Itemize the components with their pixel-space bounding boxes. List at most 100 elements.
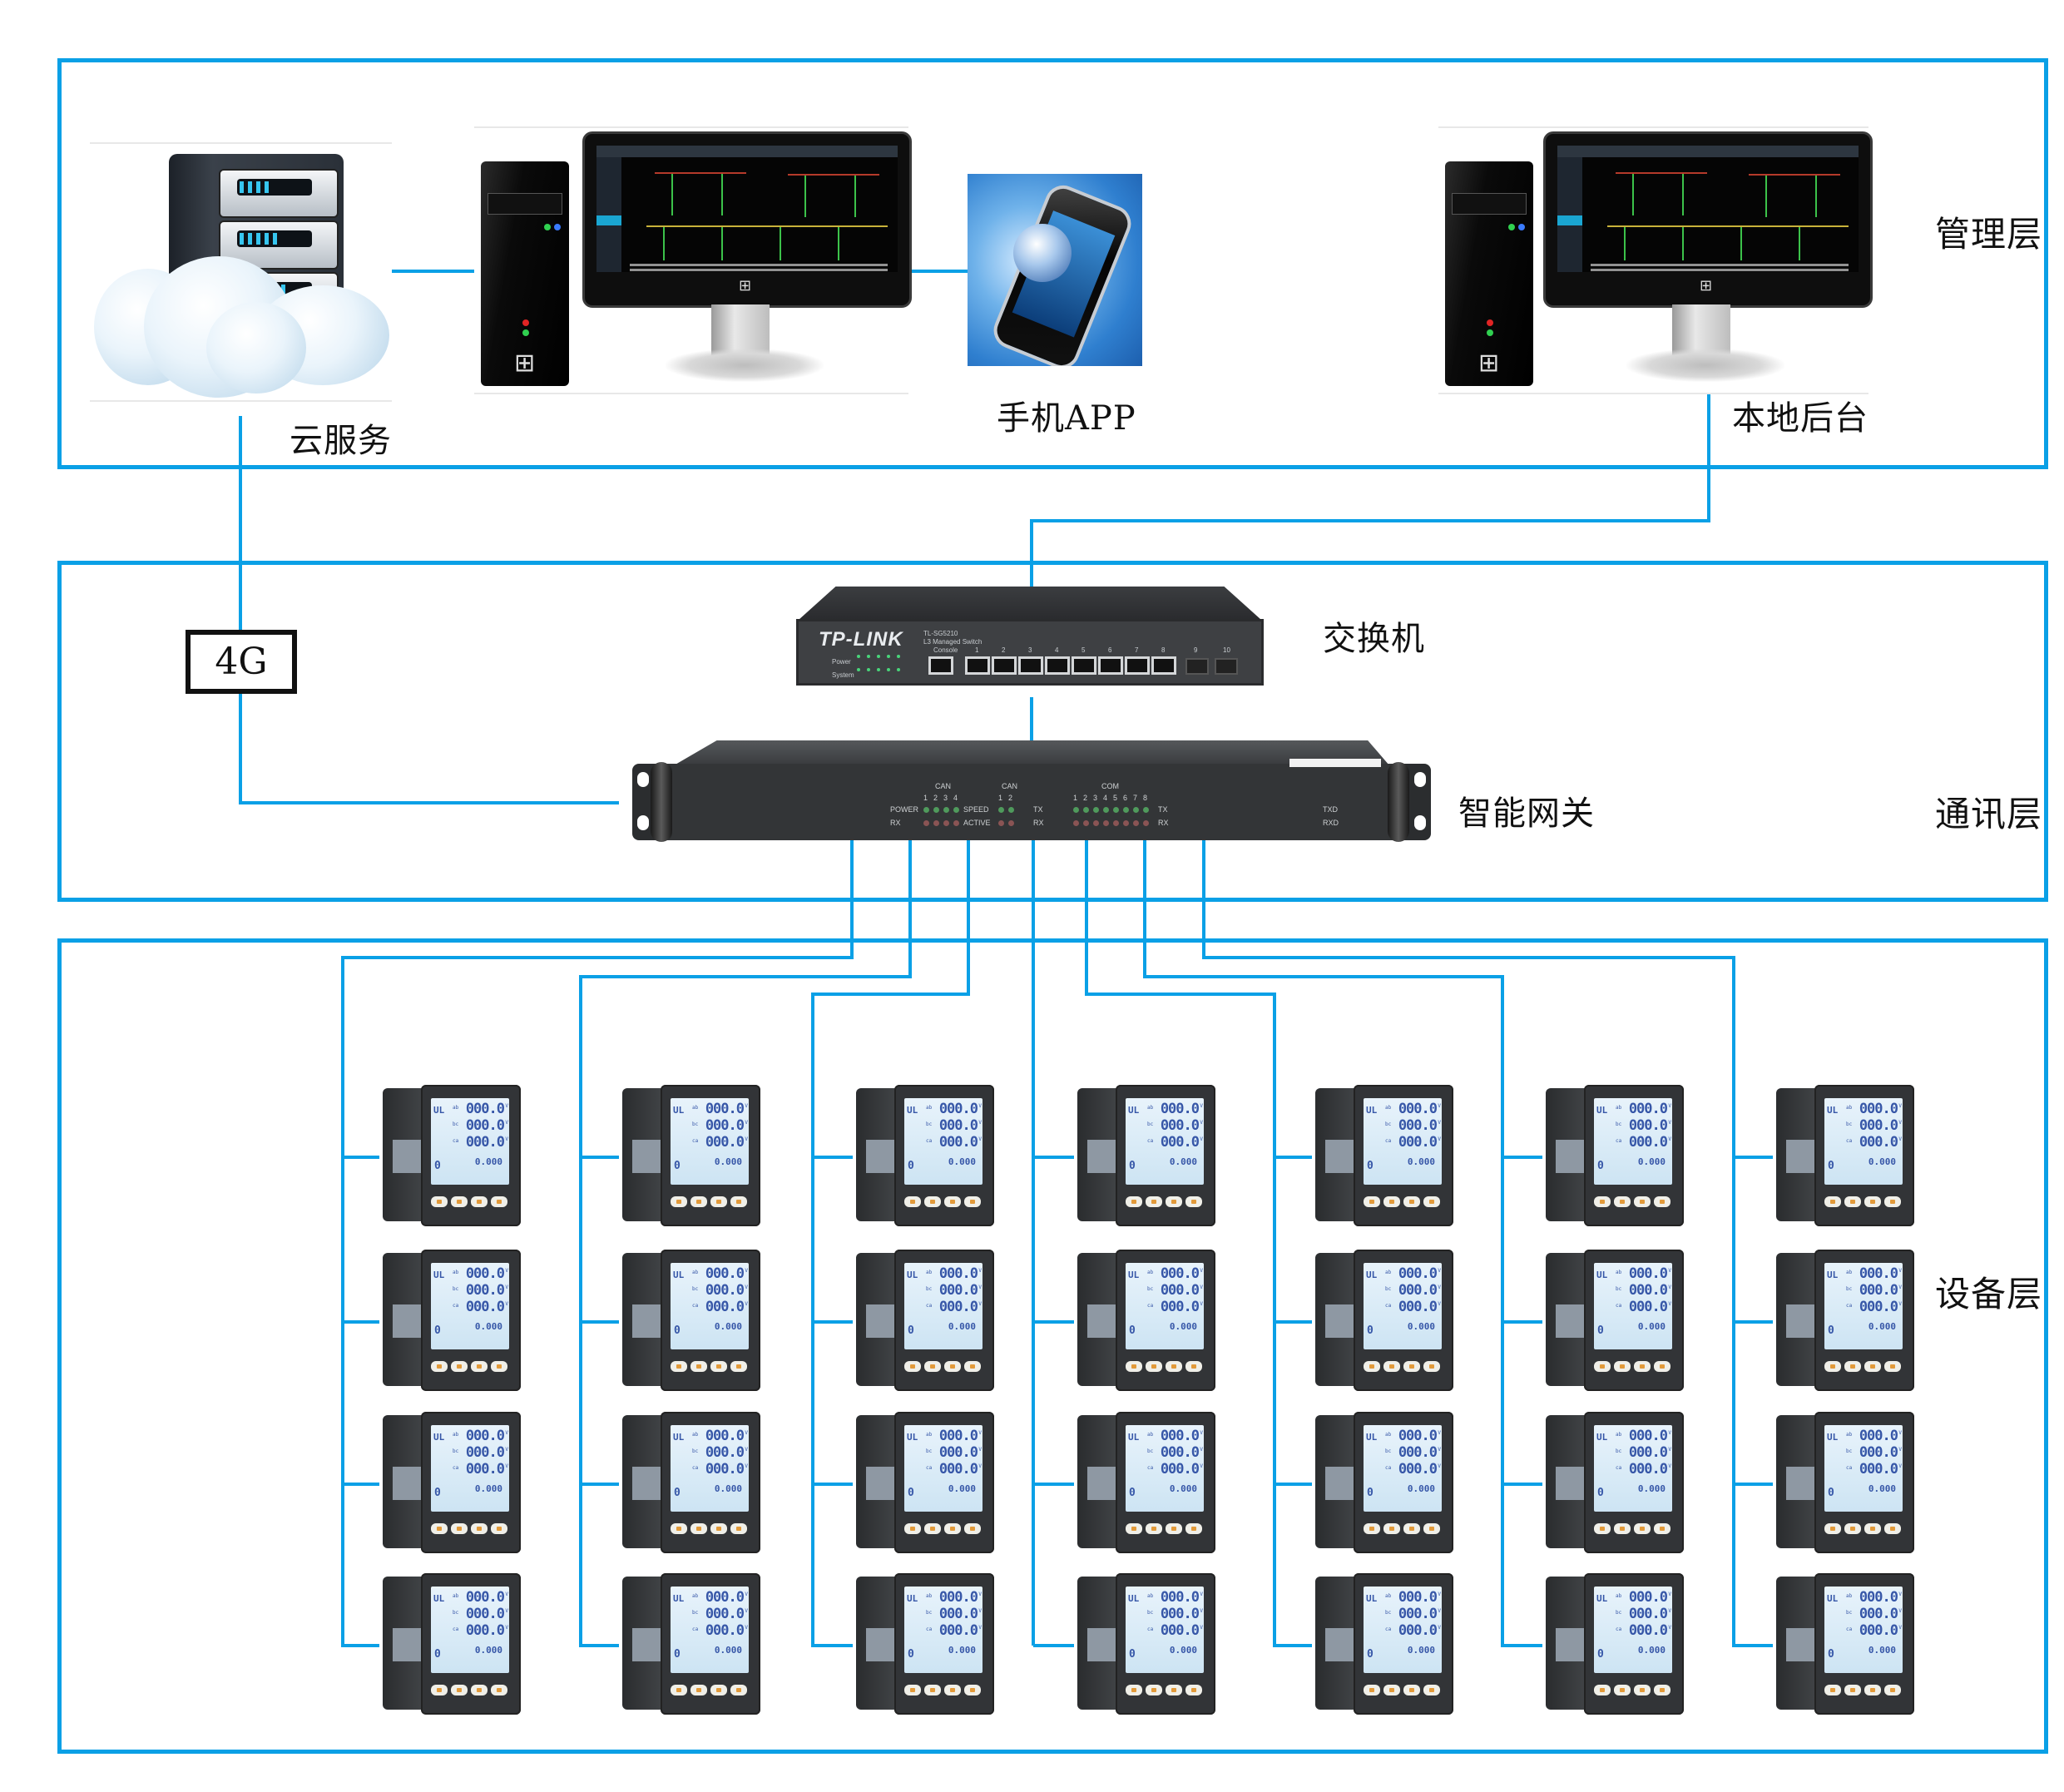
meter-button-enter[interactable] bbox=[1884, 1196, 1901, 1207]
meter-button-right[interactable] bbox=[1166, 1685, 1182, 1695]
meter-button-left[interactable] bbox=[924, 1196, 941, 1207]
meter-button-enter[interactable] bbox=[1185, 1196, 1202, 1207]
meter-button-enter[interactable] bbox=[1185, 1361, 1202, 1372]
meter-button-right[interactable] bbox=[1864, 1523, 1881, 1534]
meter-button-left[interactable] bbox=[1844, 1361, 1861, 1372]
meter-button-left[interactable] bbox=[924, 1523, 941, 1534]
meter-button-enter[interactable] bbox=[730, 1361, 747, 1372]
meter-button-left[interactable] bbox=[924, 1685, 941, 1695]
meter-button-right[interactable] bbox=[944, 1685, 961, 1695]
meter-button-menu[interactable] bbox=[431, 1685, 448, 1695]
meter-button-enter[interactable] bbox=[1654, 1196, 1671, 1207]
meter-button-right[interactable] bbox=[710, 1685, 727, 1695]
meter-button-left[interactable] bbox=[1146, 1196, 1162, 1207]
meter-button-menu[interactable] bbox=[904, 1685, 921, 1695]
meter-button-left[interactable] bbox=[1146, 1523, 1162, 1534]
meter-button-menu[interactable] bbox=[671, 1361, 687, 1372]
meter-button-menu[interactable] bbox=[431, 1196, 448, 1207]
meter-button-right[interactable] bbox=[710, 1196, 727, 1207]
meter-button-right[interactable] bbox=[1864, 1685, 1881, 1695]
meter-button-enter[interactable] bbox=[1185, 1523, 1202, 1534]
meter-button-menu[interactable] bbox=[1824, 1196, 1841, 1207]
meter-button-enter[interactable] bbox=[1654, 1685, 1671, 1695]
meter-button-menu[interactable] bbox=[1364, 1196, 1380, 1207]
meter-button-right[interactable] bbox=[944, 1196, 961, 1207]
meter-button-left[interactable] bbox=[451, 1361, 468, 1372]
meter-button-right[interactable] bbox=[1634, 1685, 1651, 1695]
meter-button-enter[interactable] bbox=[1423, 1523, 1440, 1534]
meter-button-right[interactable] bbox=[1166, 1523, 1182, 1534]
meter-button-enter[interactable] bbox=[730, 1196, 747, 1207]
meter-button-left[interactable] bbox=[1383, 1361, 1400, 1372]
meter-button-enter[interactable] bbox=[964, 1523, 981, 1534]
meter-button-left[interactable] bbox=[451, 1685, 468, 1695]
meter-button-left[interactable] bbox=[1383, 1685, 1400, 1695]
meter-button-left[interactable] bbox=[690, 1523, 707, 1534]
meter-button-menu[interactable] bbox=[1126, 1361, 1142, 1372]
meter-button-menu[interactable] bbox=[1594, 1196, 1611, 1207]
meter-button-menu[interactable] bbox=[904, 1196, 921, 1207]
meter-button-menu[interactable] bbox=[431, 1361, 448, 1372]
meter-button-enter[interactable] bbox=[1423, 1361, 1440, 1372]
meter-button-left[interactable] bbox=[1383, 1196, 1400, 1207]
meter-button-menu[interactable] bbox=[1594, 1523, 1611, 1534]
meter-button-menu[interactable] bbox=[1126, 1523, 1142, 1534]
meter-button-left[interactable] bbox=[1614, 1685, 1631, 1695]
meter-button-menu[interactable] bbox=[431, 1523, 448, 1534]
meter-button-enter[interactable] bbox=[1423, 1685, 1440, 1695]
meter-button-right[interactable] bbox=[944, 1361, 961, 1372]
meter-button-enter[interactable] bbox=[730, 1523, 747, 1534]
meter-button-menu[interactable] bbox=[1364, 1361, 1380, 1372]
meter-button-right[interactable] bbox=[471, 1361, 488, 1372]
meter-button-menu[interactable] bbox=[904, 1523, 921, 1534]
meter-button-left[interactable] bbox=[1146, 1685, 1162, 1695]
meter-button-enter[interactable] bbox=[491, 1196, 507, 1207]
meter-button-right[interactable] bbox=[1634, 1196, 1651, 1207]
meter-button-left[interactable] bbox=[690, 1361, 707, 1372]
meter-button-menu[interactable] bbox=[671, 1685, 687, 1695]
meter-button-left[interactable] bbox=[690, 1196, 707, 1207]
meter-button-enter[interactable] bbox=[1654, 1361, 1671, 1372]
meter-button-menu[interactable] bbox=[1594, 1361, 1611, 1372]
meter-button-enter[interactable] bbox=[964, 1685, 981, 1695]
meter-button-left[interactable] bbox=[1844, 1685, 1861, 1695]
meter-button-menu[interactable] bbox=[1594, 1685, 1611, 1695]
meter-button-enter[interactable] bbox=[1884, 1685, 1901, 1695]
meter-button-right[interactable] bbox=[1403, 1685, 1420, 1695]
meter-button-right[interactable] bbox=[1166, 1361, 1182, 1372]
meter-button-left[interactable] bbox=[1146, 1361, 1162, 1372]
meter-button-right[interactable] bbox=[471, 1523, 488, 1534]
meter-button-enter[interactable] bbox=[491, 1685, 507, 1695]
meter-button-menu[interactable] bbox=[671, 1523, 687, 1534]
meter-button-right[interactable] bbox=[1166, 1196, 1182, 1207]
meter-button-right[interactable] bbox=[1403, 1361, 1420, 1372]
meter-button-menu[interactable] bbox=[1364, 1523, 1380, 1534]
meter-button-right[interactable] bbox=[1634, 1361, 1651, 1372]
meter-button-menu[interactable] bbox=[1364, 1685, 1380, 1695]
meter-button-enter[interactable] bbox=[1423, 1196, 1440, 1207]
meter-button-menu[interactable] bbox=[1126, 1685, 1142, 1695]
meter-button-menu[interactable] bbox=[1824, 1361, 1841, 1372]
meter-button-right[interactable] bbox=[710, 1523, 727, 1534]
meter-button-enter[interactable] bbox=[491, 1361, 507, 1372]
meter-button-right[interactable] bbox=[1403, 1523, 1420, 1534]
meter-button-left[interactable] bbox=[451, 1523, 468, 1534]
meter-button-menu[interactable] bbox=[904, 1361, 921, 1372]
meter-button-left[interactable] bbox=[1614, 1196, 1631, 1207]
meter-button-menu[interactable] bbox=[1824, 1523, 1841, 1534]
meter-button-enter[interactable] bbox=[964, 1196, 981, 1207]
meter-button-left[interactable] bbox=[924, 1361, 941, 1372]
meter-button-right[interactable] bbox=[471, 1196, 488, 1207]
meter-button-left[interactable] bbox=[1614, 1523, 1631, 1534]
meter-button-right[interactable] bbox=[471, 1685, 488, 1695]
meter-button-left[interactable] bbox=[690, 1685, 707, 1695]
meter-button-right[interactable] bbox=[944, 1523, 961, 1534]
meter-button-menu[interactable] bbox=[671, 1196, 687, 1207]
meter-button-enter[interactable] bbox=[730, 1685, 747, 1695]
meter-button-menu[interactable] bbox=[1824, 1685, 1841, 1695]
meter-button-enter[interactable] bbox=[1884, 1523, 1901, 1534]
meter-button-right[interactable] bbox=[710, 1361, 727, 1372]
meter-button-left[interactable] bbox=[451, 1196, 468, 1207]
meter-button-enter[interactable] bbox=[1884, 1361, 1901, 1372]
meter-button-menu[interactable] bbox=[1126, 1196, 1142, 1207]
